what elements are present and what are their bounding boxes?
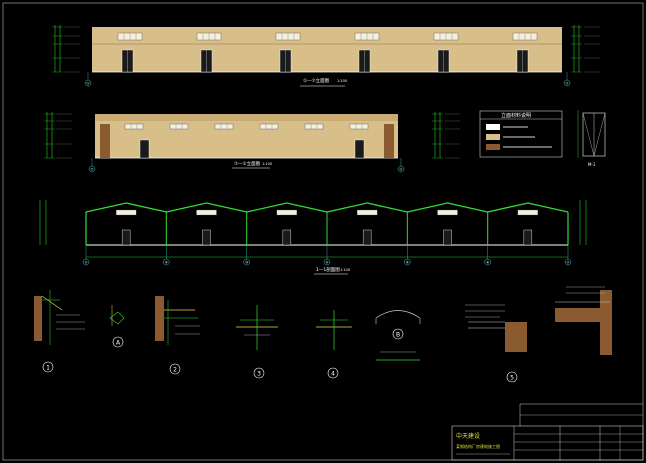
detail-bubble (327, 367, 339, 379)
axis-bubble (84, 79, 92, 87)
elevation-1-wall (92, 27, 562, 72)
axis-bubble (82, 258, 90, 266)
axis-bubble (243, 258, 250, 266)
company-logo-text: 中天建设 (456, 432, 480, 440)
high-window (214, 123, 234, 130)
axis-label: ④ (325, 261, 328, 265)
details-row: 1 A 2 3 4 B 5 (34, 286, 612, 383)
door (523, 229, 533, 246)
axis-label: ③ (245, 261, 248, 265)
high-window (116, 209, 137, 216)
door (121, 229, 131, 246)
material-legend-box: 立面材料说明 (479, 110, 563, 158)
title-block: 中天建设 某钢结构厂房建筑施工图 (451, 425, 644, 461)
elevation-1-title: ①—⑦立面图 (303, 77, 330, 84)
high-window (124, 123, 144, 130)
detail-bubble (112, 336, 124, 348)
elevation-2: ⑦ ① ⑦—①立面图 1:100 (44, 112, 460, 173)
portal-frame-rafter (407, 202, 488, 213)
portal-frame-rafter (85, 202, 167, 213)
high-window (517, 209, 538, 216)
door (282, 229, 292, 246)
door (139, 139, 150, 159)
detail-number: 1 (46, 365, 50, 372)
elevation-2-hatch-right (384, 124, 394, 158)
axis-label: ⑦ (566, 261, 569, 265)
high-window (304, 123, 324, 130)
axis-label: ⑦ (565, 82, 568, 86)
section-title: 1—1剖面图 (316, 266, 340, 273)
high-window (169, 123, 189, 130)
window-detail: M-1 (577, 110, 606, 167)
axis-label: ⑦ (90, 168, 93, 172)
axis-bubble (564, 258, 572, 266)
axis-bubble (563, 79, 571, 87)
axis-label: ① (86, 82, 89, 86)
high-window (349, 123, 369, 130)
section-scale: 1:100 (340, 268, 350, 272)
elevation-2-title: ⑦—①立面图 (234, 160, 261, 167)
detail-number: 2 (173, 367, 177, 374)
high-window (276, 209, 298, 216)
detail-bubble (392, 328, 404, 340)
axis-label: ① (84, 261, 87, 265)
high-window (259, 123, 279, 130)
door (443, 229, 452, 246)
axis-label: ⑥ (486, 261, 490, 265)
detail-bubble (506, 371, 518, 383)
detail-number: 4 (331, 371, 335, 378)
axis-bubble (397, 165, 405, 173)
material-legend-title: 立面材料说明 (501, 112, 531, 119)
door (362, 229, 372, 246)
section-1-1: ① ② ③ ④ ⑤ ⑥ ⑦ 1—1剖面图 1:100 (39, 200, 587, 275)
project-name: 某钢结构厂房建筑施工图 (456, 443, 500, 449)
elevation-1: ① ⑦ ①—⑦立面图 1:100 (52, 25, 600, 87)
detail-bubble (42, 361, 54, 373)
detail-number: 5 (510, 375, 514, 382)
axis-label: ① (399, 168, 402, 172)
high-window (356, 209, 378, 216)
portal-frame-rafter (246, 202, 328, 213)
elevation-2-scale: 1:100 (262, 162, 272, 166)
door (202, 229, 211, 246)
detail-number: A (116, 340, 121, 347)
detail-bubble (169, 363, 181, 375)
axis-bubble (484, 258, 491, 266)
door (354, 139, 365, 159)
detail-number: B (396, 332, 400, 339)
elevation-1-scale: 1:100 (337, 79, 347, 83)
portal-frame-rafter (487, 202, 569, 213)
detail-number: 3 (257, 371, 261, 378)
high-window (437, 209, 458, 216)
portal-frame-rafter (326, 202, 408, 213)
axis-bubble (323, 258, 331, 266)
axis-bubble (88, 165, 96, 173)
axis-bubble (404, 258, 411, 266)
door-label: M-1 (588, 162, 596, 167)
elevation-2-hatch-left (100, 124, 110, 158)
axis-bubble (163, 258, 170, 266)
axis-label: ⑤ (406, 261, 409, 265)
high-window (196, 209, 217, 216)
detail-bubble (253, 367, 265, 379)
axis-label: ② (165, 261, 168, 265)
portal-frame-rafter (166, 202, 247, 213)
